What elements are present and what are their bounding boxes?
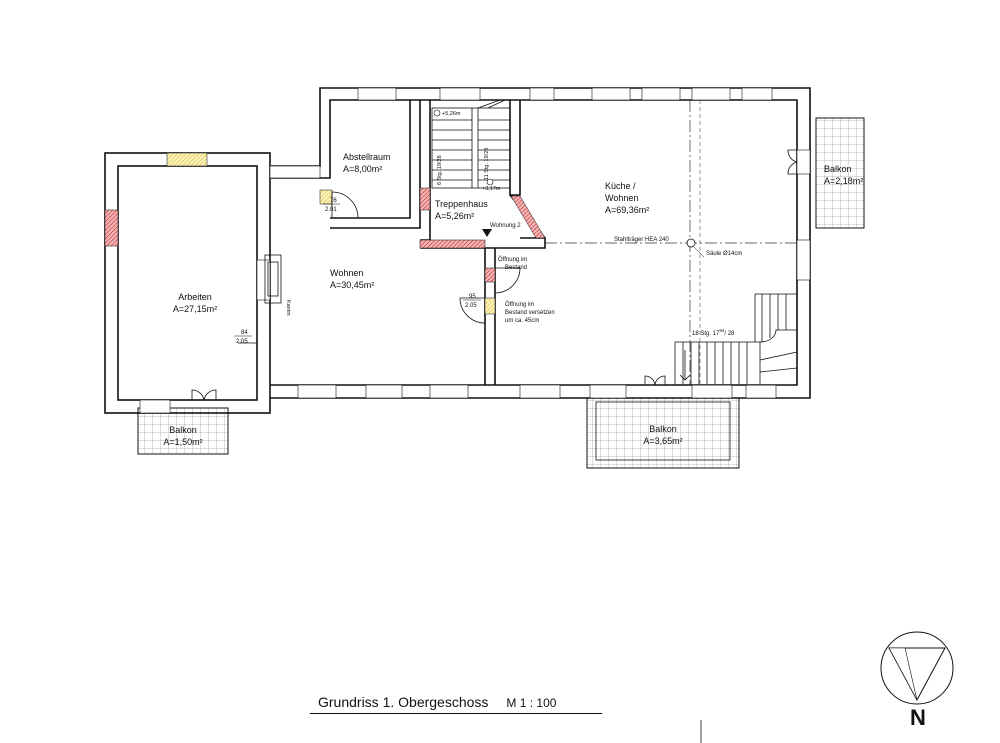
doors xyxy=(191,149,798,401)
wall-opening-hatch xyxy=(419,239,486,249)
stahltraeger-label: Stahlträger HEA 240 xyxy=(614,237,669,243)
door-95-width: 95 xyxy=(469,294,476,300)
north-label: N xyxy=(910,705,926,730)
steel-beam xyxy=(545,100,797,385)
wall-opening-hatch xyxy=(104,209,119,247)
door-84-width: 84 xyxy=(241,330,248,336)
room-name-kueche-1: Küche / xyxy=(605,181,636,191)
room-area-treppenhaus: A=5,26m² xyxy=(435,211,474,221)
door-76-width: 76 xyxy=(330,198,337,204)
room-area-balkon-west: A=1,50m² xyxy=(163,437,202,447)
wall-opening-hatch xyxy=(419,187,431,211)
room-name-arbeiten: Arbeiten xyxy=(178,292,212,302)
stair-a-label: 6 Stg. 19/28 xyxy=(437,155,443,185)
door-76-height: 2.01 xyxy=(325,207,337,213)
stair-b-label: 11 Stg. 19/28 xyxy=(484,148,490,180)
oeffnung-2-line3: um ca. 45cm xyxy=(505,318,539,324)
door-95-height: 2.05 xyxy=(465,303,477,309)
entrance-arrow-icon xyxy=(482,229,492,237)
room-name-kueche-2: Wohnen xyxy=(605,193,638,203)
room-name-balkon-west: Balkon xyxy=(169,425,197,435)
oeffnung-1-line1: Öffnung im xyxy=(498,256,527,263)
wall-opening-hatch xyxy=(510,195,546,239)
room-name-balkon-south: Balkon xyxy=(649,424,677,434)
balcony-east xyxy=(815,117,865,229)
door-84-height: 2.05 xyxy=(236,339,248,345)
door-fill-hatch xyxy=(484,297,496,315)
room-area-arbeiten: A=27,15m² xyxy=(173,304,217,314)
room-name-balkon-east: Balkon xyxy=(824,164,852,174)
wall-opening-hatch xyxy=(484,267,496,283)
room-name-wohnen: Wohnen xyxy=(330,268,363,278)
chimney xyxy=(264,254,282,304)
saeule-label: Säule Ø14cm xyxy=(706,251,742,257)
oeffnung-1-line2: Bestand xyxy=(505,265,527,271)
stairs-main xyxy=(674,293,798,386)
room-name-abstellraum: Abstellraum xyxy=(343,152,391,162)
wohnung-2-label: Wohnung 2 xyxy=(490,223,521,229)
balcony-west xyxy=(137,407,229,455)
room-area-wohnen: A=30,45m² xyxy=(330,280,374,290)
room-area-balkon-south: A=3,65m² xyxy=(643,436,682,446)
room-name-treppenhaus: Treppenhaus xyxy=(435,199,488,209)
level-low-label: +3,17m xyxy=(482,186,501,192)
room-area-kueche: A=69,36m² xyxy=(605,205,649,215)
balcony-south xyxy=(586,397,740,469)
kamin-label: Kamin xyxy=(285,300,291,316)
window-fill-hatch xyxy=(166,152,208,167)
room-area-balkon-east: A=2,18m² xyxy=(824,176,863,186)
plan-scale: M 1 : 100 xyxy=(506,696,557,710)
oeffnung-2-line1: Öffnung im xyxy=(505,301,534,308)
stair-main-label: 18 Stg. 1794/ 28 xyxy=(692,328,735,337)
title-underline xyxy=(310,713,602,714)
plan-title-text: Grundriss 1. Obergeschoss xyxy=(318,694,489,710)
level-top-label: +5,26m xyxy=(442,111,461,117)
room-area-abstellraum: A=8,00m² xyxy=(343,164,382,174)
plan-title: Grundriss 1. Obergeschoss M 1 : 100 xyxy=(318,694,556,710)
exterior-walls xyxy=(104,87,811,414)
north-arrow-icon xyxy=(880,631,954,705)
stairs-treppenhaus xyxy=(431,99,511,189)
oeffnung-2-line2: Bestand versetzen xyxy=(505,310,555,316)
windows xyxy=(139,87,811,414)
